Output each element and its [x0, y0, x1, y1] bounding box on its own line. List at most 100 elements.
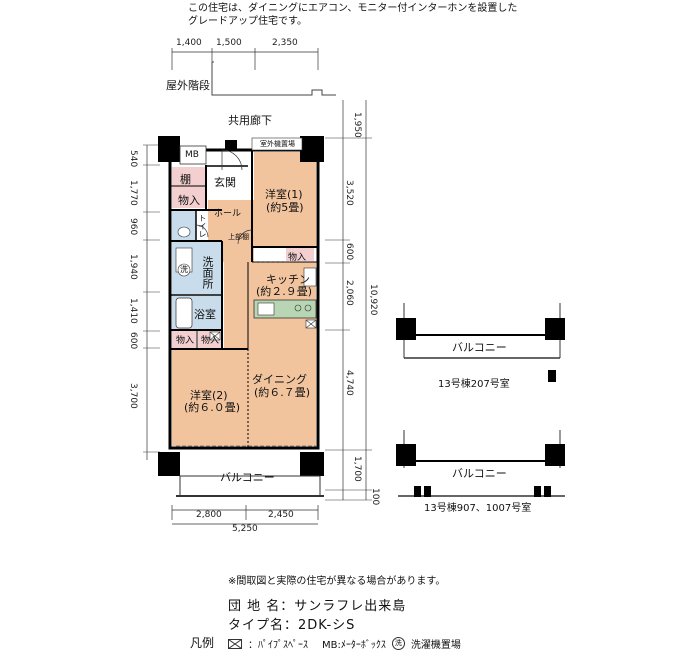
legend-title: 凡例 — [190, 636, 215, 650]
header-note: この住宅は、ダイニングにエアコン、モニター付インターホンを設置した グレードアッ… — [188, 2, 517, 28]
top-dimension-lines — [171, 48, 319, 70]
dim-top-2: 1,500 — [216, 38, 242, 48]
washroom-label: 洗面所 — [201, 256, 214, 289]
storage-1-fill — [172, 186, 206, 208]
storage-label-3: 物入 — [201, 336, 220, 346]
upper-shelf-label: 上部棚 — [228, 233, 249, 241]
dining-size: (約６.７畳) — [254, 386, 311, 399]
dining-label: ダイニング — [252, 373, 307, 386]
storage-label-2: 物入 — [176, 336, 195, 346]
shelf-label: 棚 — [180, 173, 191, 186]
variant-207-caption: 13号棟207号室 — [438, 379, 510, 390]
dim-left-4: 1,940 — [128, 254, 138, 280]
kitchen-size: (約２.９畳) — [256, 285, 313, 298]
dim-left-2: 1,770 — [128, 180, 138, 206]
storage-label-1: 物入 — [178, 194, 200, 207]
dim-right-3: 600 — [344, 243, 354, 261]
type-label: タイプ名： — [228, 618, 299, 633]
header-line-2: グレードアップ住宅です。 — [188, 16, 307, 27]
storage-label-4: 物入 — [288, 253, 307, 263]
dim-right-2: 3,520 — [344, 180, 354, 206]
bathtub — [175, 297, 193, 329]
variant-plan-907 — [396, 430, 565, 497]
dim-right-7: 100 — [370, 488, 380, 506]
dim-left-5: 1,410 — [128, 298, 138, 324]
dim-bottom-2: 2,450 — [268, 510, 294, 520]
type-row: タイプ名：2DK-シS — [228, 614, 355, 633]
variant-plan-207 — [396, 303, 565, 382]
refrigerator-space — [303, 267, 317, 287]
entrance-fill — [208, 167, 248, 200]
toilet-fixture — [177, 226, 191, 238]
sliding-doors — [176, 261, 316, 447]
wash-basin — [175, 247, 193, 277]
variant-907-balcony: バルコニー — [452, 467, 507, 480]
dim-bottom-total: 5,250 — [232, 524, 258, 534]
column-bottom-left — [158, 452, 180, 476]
dim-top-1: 1,400 — [176, 38, 202, 48]
balcony-label: バルコニー — [220, 471, 275, 484]
variant-207-balcony: バルコニー — [452, 341, 507, 354]
dim-left-3: 960 — [128, 218, 138, 236]
western-room-1-fill — [254, 152, 316, 247]
legend-pipe-text: ：ﾊﾟｲﾌﾟｽﾍﾟｰｽ — [248, 640, 308, 651]
legend-mb-text: MB:ﾒｰﾀｰﾎﾞｯｸｽ — [322, 640, 386, 651]
dim-top-3: 2,350 — [272, 38, 298, 48]
shelf-fill — [172, 167, 206, 186]
hall-lower-fill — [224, 262, 248, 350]
dim-right-5: 4,740 — [344, 370, 354, 396]
kitchen-counter — [253, 267, 317, 319]
outdoor-unit-box — [251, 137, 303, 151]
washer-legend-icon: 洗 — [391, 637, 405, 650]
outdoor-stairs-outline — [211, 61, 336, 96]
kitchen-dining-fill — [248, 262, 316, 446]
dim-left-1: 540 — [128, 150, 138, 168]
washer-place-icon — [177, 263, 191, 277]
western-room-2-fill — [172, 350, 248, 446]
column-top-right — [300, 136, 324, 162]
hall-label: ホール — [214, 209, 242, 219]
legend-row: ：ﾊﾟｲﾌﾟｽﾍﾟｰｽ MB:ﾒｰﾀｰﾎﾞｯｸｽ 洗 洗濯機置場 — [228, 636, 461, 651]
variant-907-caption: 13号棟907、1007号室 — [424, 503, 532, 514]
dim-left-7: 3,700 — [128, 383, 138, 409]
dim-bottom-1: 2,800 — [196, 510, 222, 520]
corridor-label: 共用廊下 — [228, 114, 272, 127]
door-swings — [195, 149, 253, 245]
dim-right-4: 2,060 — [344, 280, 354, 306]
columns — [158, 136, 324, 476]
kitchen-label: キッチン — [266, 273, 310, 286]
walls — [168, 148, 320, 450]
outdoor-unit-label: 室外機置場 — [260, 140, 295, 148]
entrance-label: 玄関 — [214, 176, 236, 189]
dim-left-6: 600 — [128, 332, 138, 350]
dim-right-6: 1,700 — [352, 456, 362, 482]
dim-right-1: 1,950 — [352, 112, 362, 138]
header-line-1: この住宅は、ダイニングにエアコン、モニター付インターホンを設置した — [188, 3, 518, 14]
column-entrance — [225, 140, 237, 150]
dim-right-total: 10,920 — [368, 284, 378, 316]
western-room-2-size: (約６.０畳) — [184, 401, 241, 414]
column-top-left — [158, 136, 180, 162]
bottom-dimension-lines — [171, 505, 319, 525]
balcony-outline — [176, 475, 324, 497]
washer-icon: 洗 — [180, 265, 188, 274]
western-room-2-label: 洋室(2) — [190, 389, 228, 402]
complex-name: サンラフレ出来島 — [294, 599, 407, 614]
complex-label: 団 地 名： — [228, 599, 295, 614]
type-name: 2DK-シS — [298, 618, 356, 633]
storage-4-fill — [286, 247, 314, 261]
mb-label: MB — [185, 150, 199, 160]
left-dimension-lines — [143, 144, 160, 460]
legend-washer-text: 洗濯機置場 — [410, 640, 461, 651]
storage-2-fill — [172, 331, 196, 348]
toilet-label: トイレ — [198, 214, 207, 238]
disclaimer-note: ※間取図と実際の住宅が異なる場合があります。 — [228, 576, 446, 587]
pipe-space-icon — [228, 638, 242, 649]
column-bottom-right — [300, 452, 324, 476]
outdoor-stairs-label: 屋外階段 — [166, 79, 210, 92]
right-dimension-lines — [325, 100, 372, 501]
western-room-1-size: (約5畳) — [266, 201, 304, 214]
pipe-spaces — [209, 319, 317, 341]
western-room-1-label: 洋室(1) — [265, 188, 303, 201]
